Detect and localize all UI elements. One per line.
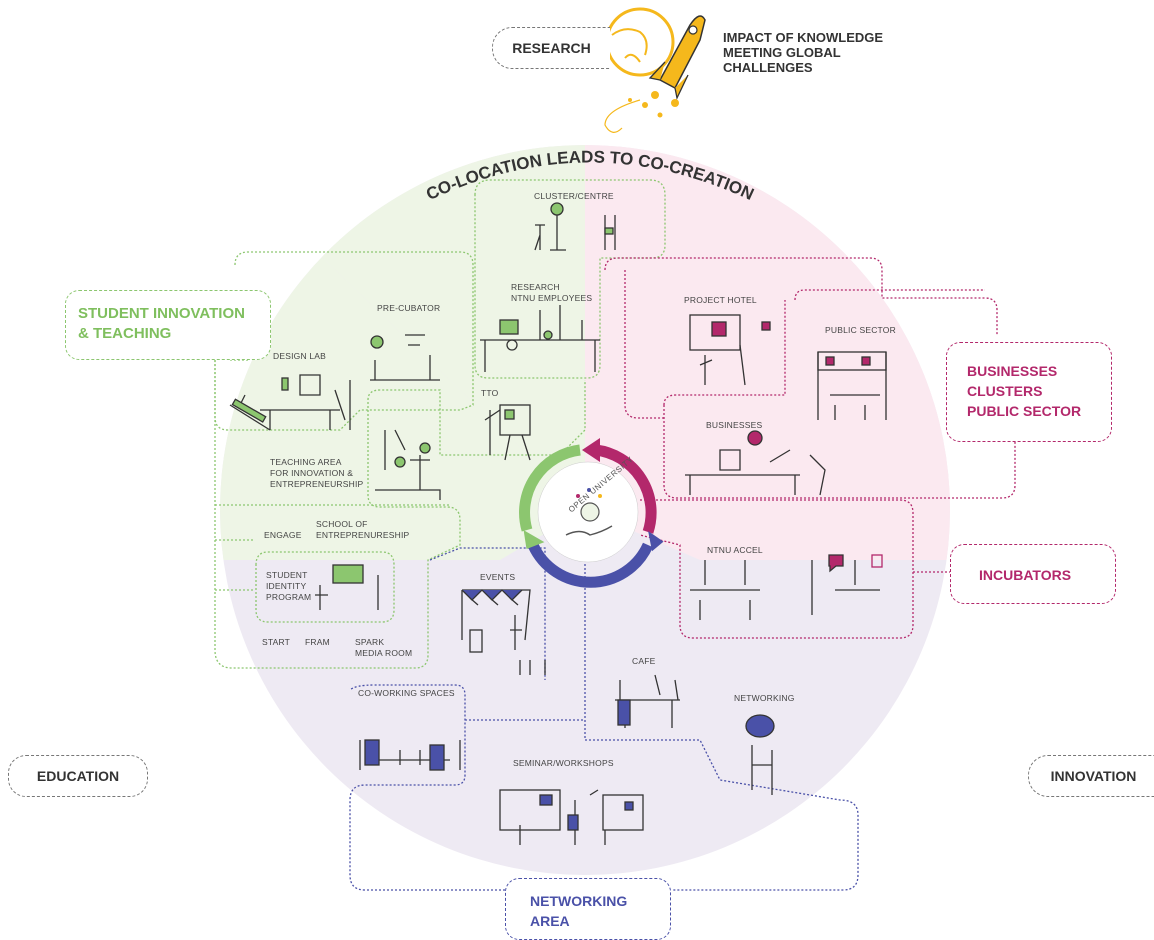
student-innovation-box: STUDENT INNOVATION & TEACHING <box>65 290 271 360</box>
dot-icon <box>576 494 580 498</box>
teaching-area-label: TEACHING AREA FOR INNOVATION & ENTREPREN… <box>270 457 364 489</box>
start-label: START <box>262 637 291 647</box>
cycle-arrows <box>519 444 657 588</box>
cluster-centre-label: CLUSTER/CENTRE <box>534 191 614 201</box>
impact-text: IMPACT OF KNOWLEDGE MEETING GLOBAL CHALL… <box>723 30 884 75</box>
design-lab-label: DESIGN LAB <box>273 351 327 361</box>
education-pill: EDUCATION <box>8 755 148 797</box>
dot-icon <box>587 488 591 492</box>
fram-label: FRAM <box>305 637 330 647</box>
ntnu-accel-label: NTNU ACCEL <box>707 545 763 555</box>
globe-icon <box>580 502 600 522</box>
innovation-pill: INNOVATION <box>1028 755 1154 797</box>
incubators-box: INCUBATORS <box>950 544 1116 604</box>
research-label: RESEARCH <box>512 40 591 56</box>
research-pill: RESEARCH <box>492 27 610 69</box>
networking-label: NETWORKING <box>734 693 795 703</box>
seminar-label: SEMINAR/WORKSHOPS <box>513 758 614 768</box>
incubators-label: INCUBATORS <box>979 567 1072 583</box>
coworking-label: CO-WORKING SPACES <box>358 688 455 698</box>
tto-label: TTO <box>481 388 499 398</box>
student-identity-label: STUDENT IDENTITY PROGRAM <box>266 570 312 602</box>
project-hotel-label: PROJECT HOTEL <box>684 295 757 305</box>
businesses-box: BUSINESSES CLUSTERS PUBLIC SECTOR <box>946 342 1112 442</box>
blue-regions <box>349 547 859 891</box>
research-employees-label: RESEARCH NTNU EMPLOYEES <box>511 282 593 303</box>
networking-area-label: NETWORKING AREA <box>530 893 628 929</box>
innovation-label: INNOVATION <box>1050 768 1137 784</box>
student-innovation-label: STUDENT INNOVATION & TEACHING <box>78 305 245 342</box>
illustrations <box>229 202 887 845</box>
businesses-group-label: BUSINESSES CLUSTERS PUBLIC SECTOR <box>967 363 1082 419</box>
education-label: EDUCATION <box>36 768 120 784</box>
engage-label: ENGAGE <box>264 530 302 540</box>
dot-icon <box>598 494 602 498</box>
cafe-label: CAFE <box>632 656 656 666</box>
events-label: EVENTS <box>480 572 516 582</box>
cycle-arrowheads <box>523 438 664 552</box>
magenta-regions <box>604 257 1016 639</box>
hand-icon <box>565 525 613 536</box>
spark-label: SPARK MEDIA ROOM <box>355 637 413 658</box>
public-sector-label: PUBLIC SECTOR <box>825 325 896 335</box>
rocket-globe-icon <box>604 7 706 133</box>
pre-cubator-label: PRE-CUBATOR <box>377 303 441 313</box>
green-regions <box>214 179 666 669</box>
school-entrepreneurship-label: SCHOOL OF ENTREPRENURESHIP <box>316 519 410 540</box>
networking-area-box: NETWORKING AREA <box>505 878 671 940</box>
main-circle <box>220 145 950 875</box>
businesses-label: BUSINESSES <box>706 420 763 430</box>
